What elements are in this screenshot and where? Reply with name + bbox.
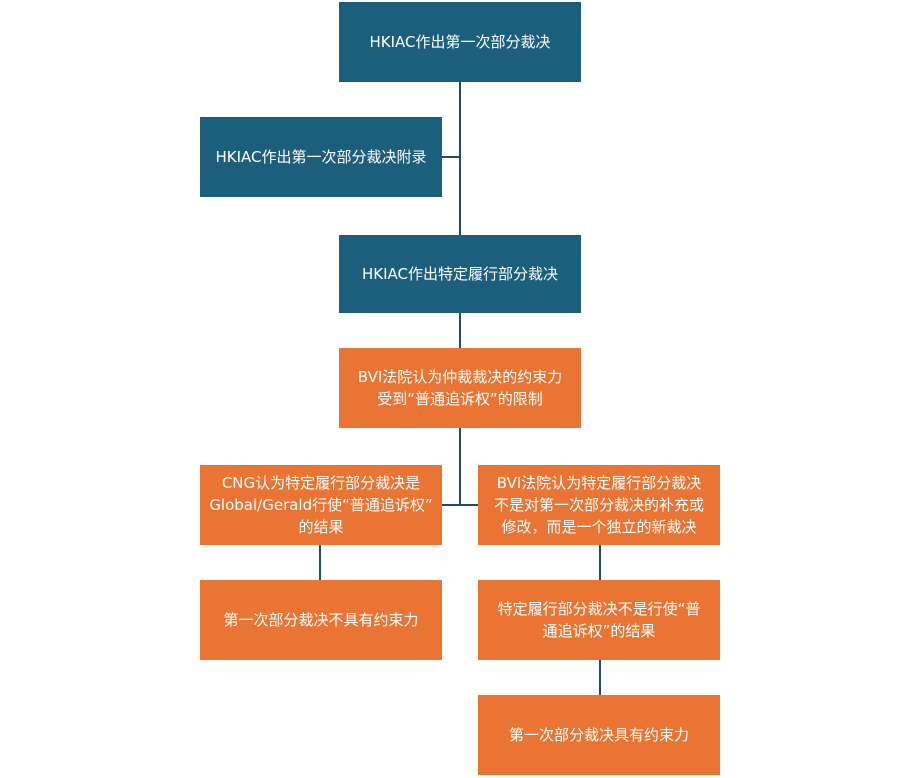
node-not-ordinary-recourse-label: 特定履行部分裁决不是行使“普 通追诉权”的结果 bbox=[497, 600, 701, 640]
node-specific-performance-award: HKIAC作出特定履行部分裁决 bbox=[339, 235, 581, 313]
node-first-partial-award-appendix: HKIAC作出第一次部分裁决附录 bbox=[200, 117, 442, 197]
node-first-award-not-binding-label: 第一次部分裁决不具有约束力 bbox=[223, 611, 419, 629]
node-specific-performance-award-label: HKIAC作出特定履行部分裁决 bbox=[361, 265, 558, 283]
node-bvi-court-independent-award: BVI法院认为特定履行部分裁决 不是对第一次部分裁决的补充或 修改，而是一个独立… bbox=[478, 465, 720, 545]
node-not-ordinary-recourse: 特定履行部分裁决不是行使“普 通追诉权”的结果 bbox=[478, 580, 720, 660]
node-bvi-court-independent-award-label: BVI法院认为特定履行部分裁决 不是对第一次部分裁决的补充或 修改，而是一个独立… bbox=[493, 474, 704, 536]
node-cng-position-label: CNG认为特定履行部分裁决是 Global/Gerald行使“普通追诉权” 的结… bbox=[209, 474, 433, 536]
node-bvi-court-binding-limit-label: BVI法院认为仲裁裁决的约束力 受到“普通追诉权”的限制 bbox=[357, 368, 563, 408]
node-bvi-court-binding-limit: BVI法院认为仲裁裁决的约束力 受到“普通追诉权”的限制 bbox=[339, 348, 581, 428]
node-first-partial-award-label: HKIAC作出第一次部分裁决 bbox=[369, 33, 551, 51]
node-first-award-not-binding: 第一次部分裁决不具有约束力 bbox=[200, 580, 442, 660]
node-first-partial-award: HKIAC作出第一次部分裁决 bbox=[339, 2, 581, 82]
node-first-award-binding-label: 第一次部分裁决具有约束力 bbox=[508, 726, 689, 744]
node-first-award-binding: 第一次部分裁决具有约束力 bbox=[478, 695, 720, 775]
node-first-partial-award-appendix-label: HKIAC作出第一次部分裁决附录 bbox=[215, 148, 427, 166]
node-cng-position: CNG认为特定履行部分裁决是 Global/Gerald行使“普通追诉权” 的结… bbox=[200, 465, 442, 545]
